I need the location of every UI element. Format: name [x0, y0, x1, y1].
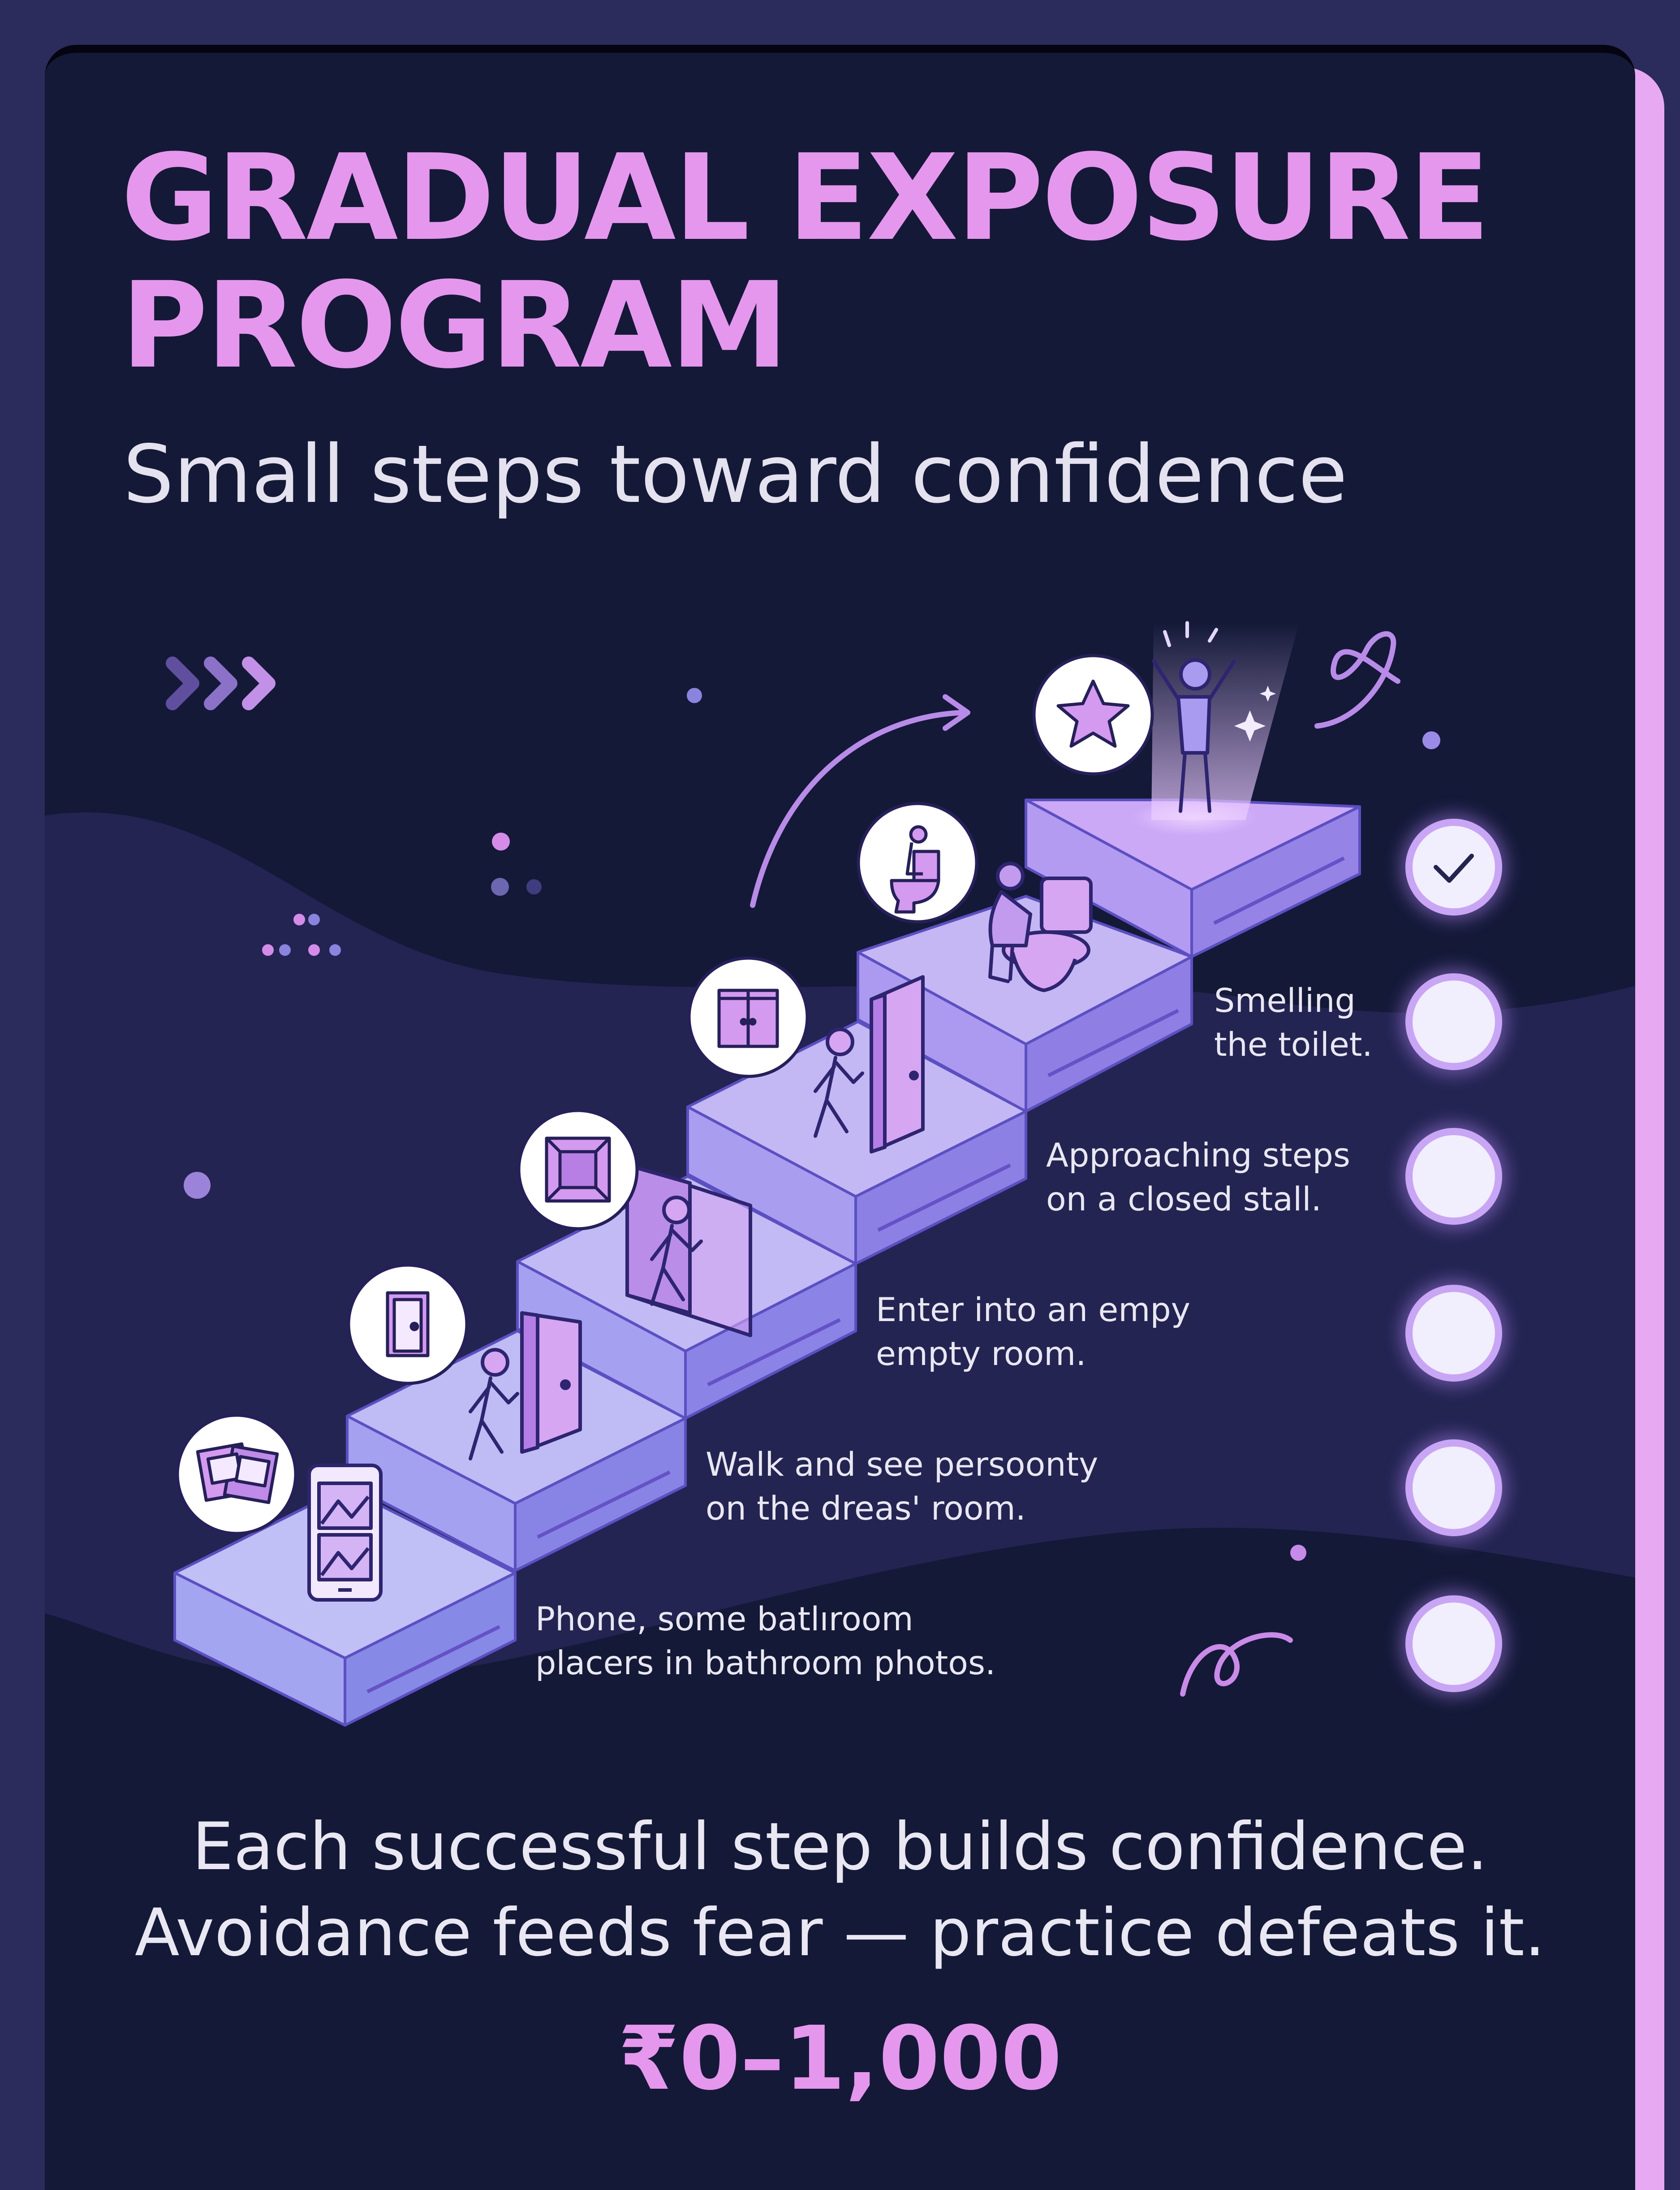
- star-icon: [1032, 654, 1154, 776]
- step-5-line-2: the toilet.: [1214, 1026, 1373, 1064]
- sparkles-icon: [1234, 686, 1276, 742]
- step-3-line-1: Enter into an empy: [876, 1291, 1190, 1329]
- checkpoint-1: [1400, 1590, 1508, 1698]
- step-icon-circles: [176, 654, 1154, 1535]
- step-3-line-2: empty room.: [876, 1335, 1086, 1373]
- spotlight-beam: [1151, 623, 1299, 820]
- chevron-arrows-icon: [166, 657, 276, 710]
- checkpoint-top: [1400, 813, 1508, 921]
- step-4-line-1: Approaching steps: [1046, 1136, 1350, 1175]
- program-subtitle: Small steps toward confidence: [123, 428, 1348, 521]
- checkpoint-3: [1400, 1279, 1508, 1387]
- sitting-person: [988, 862, 1032, 983]
- photos-icon: [176, 1413, 297, 1535]
- walking-person-3: [814, 1028, 864, 1138]
- walking-person-1: [469, 1348, 519, 1460]
- step-5-line-1: Smelling: [1214, 982, 1356, 1020]
- closing-line-1: Each successful step builds confidence.: [192, 1809, 1488, 1885]
- progress-arrow: [750, 710, 966, 908]
- spotlight-glow: [1131, 800, 1257, 836]
- squiggle-bottom-right: [1180, 1632, 1293, 1697]
- step-2-line-1: Walk and see persoonty: [706, 1446, 1098, 1484]
- checkpoint-2: [1400, 1434, 1508, 1542]
- step-4-label: Approaching steps on a closed stall.: [1046, 1134, 1350, 1222]
- step-1-line-2: placers in bathroom photos.: [535, 1644, 996, 1682]
- title-line-1: GRADUAL EXPOSURE: [121, 129, 1490, 267]
- progress-arrow-head: [943, 694, 970, 731]
- step-2-label: Walk and see persoonty on the dreas' roo…: [706, 1443, 1098, 1531]
- step-1-line-1: Phone, some batlıroom: [535, 1600, 913, 1638]
- cost-range: ₹0–1,000: [618, 2008, 1062, 2110]
- step-3-label: Enter into an empy empty room.: [876, 1288, 1190, 1376]
- open-door: [520, 1311, 582, 1454]
- stall-icon: [687, 956, 809, 1078]
- decorative-dots: [184, 688, 1440, 1561]
- toilet-icon: [857, 802, 978, 924]
- closing-line-2: Avoidance feeds fear — practice defeats …: [134, 1895, 1546, 1971]
- step-5-label: Smelling the toilet.: [1214, 979, 1373, 1067]
- stall-door: [870, 975, 925, 1153]
- checkpoint-4: [1400, 1123, 1508, 1230]
- celebrating-person: [1152, 621, 1236, 813]
- progress-checklist: [1400, 813, 1508, 1698]
- step-6: [1025, 799, 1361, 958]
- room-frame-icon: [517, 1109, 639, 1231]
- checkmark-icon: [1434, 854, 1474, 883]
- title-line-2: PROGRAM: [121, 257, 788, 395]
- phone-photo-icon: [307, 1464, 383, 1602]
- step-2-line-2: on the dreas' room.: [706, 1490, 1026, 1528]
- squiggle-top-right: [1314, 631, 1400, 729]
- checkpoint-5: [1400, 968, 1508, 1076]
- program-title: GRADUAL EXPOSURE PROGRAM: [121, 134, 1555, 390]
- step-1-label: Phone, some batlıroom placers in bathroo…: [535, 1598, 995, 1685]
- door-icon: [347, 1263, 469, 1385]
- step-4-line-2: on a closed stall.: [1046, 1180, 1322, 1218]
- walking-person-2: [650, 1196, 703, 1306]
